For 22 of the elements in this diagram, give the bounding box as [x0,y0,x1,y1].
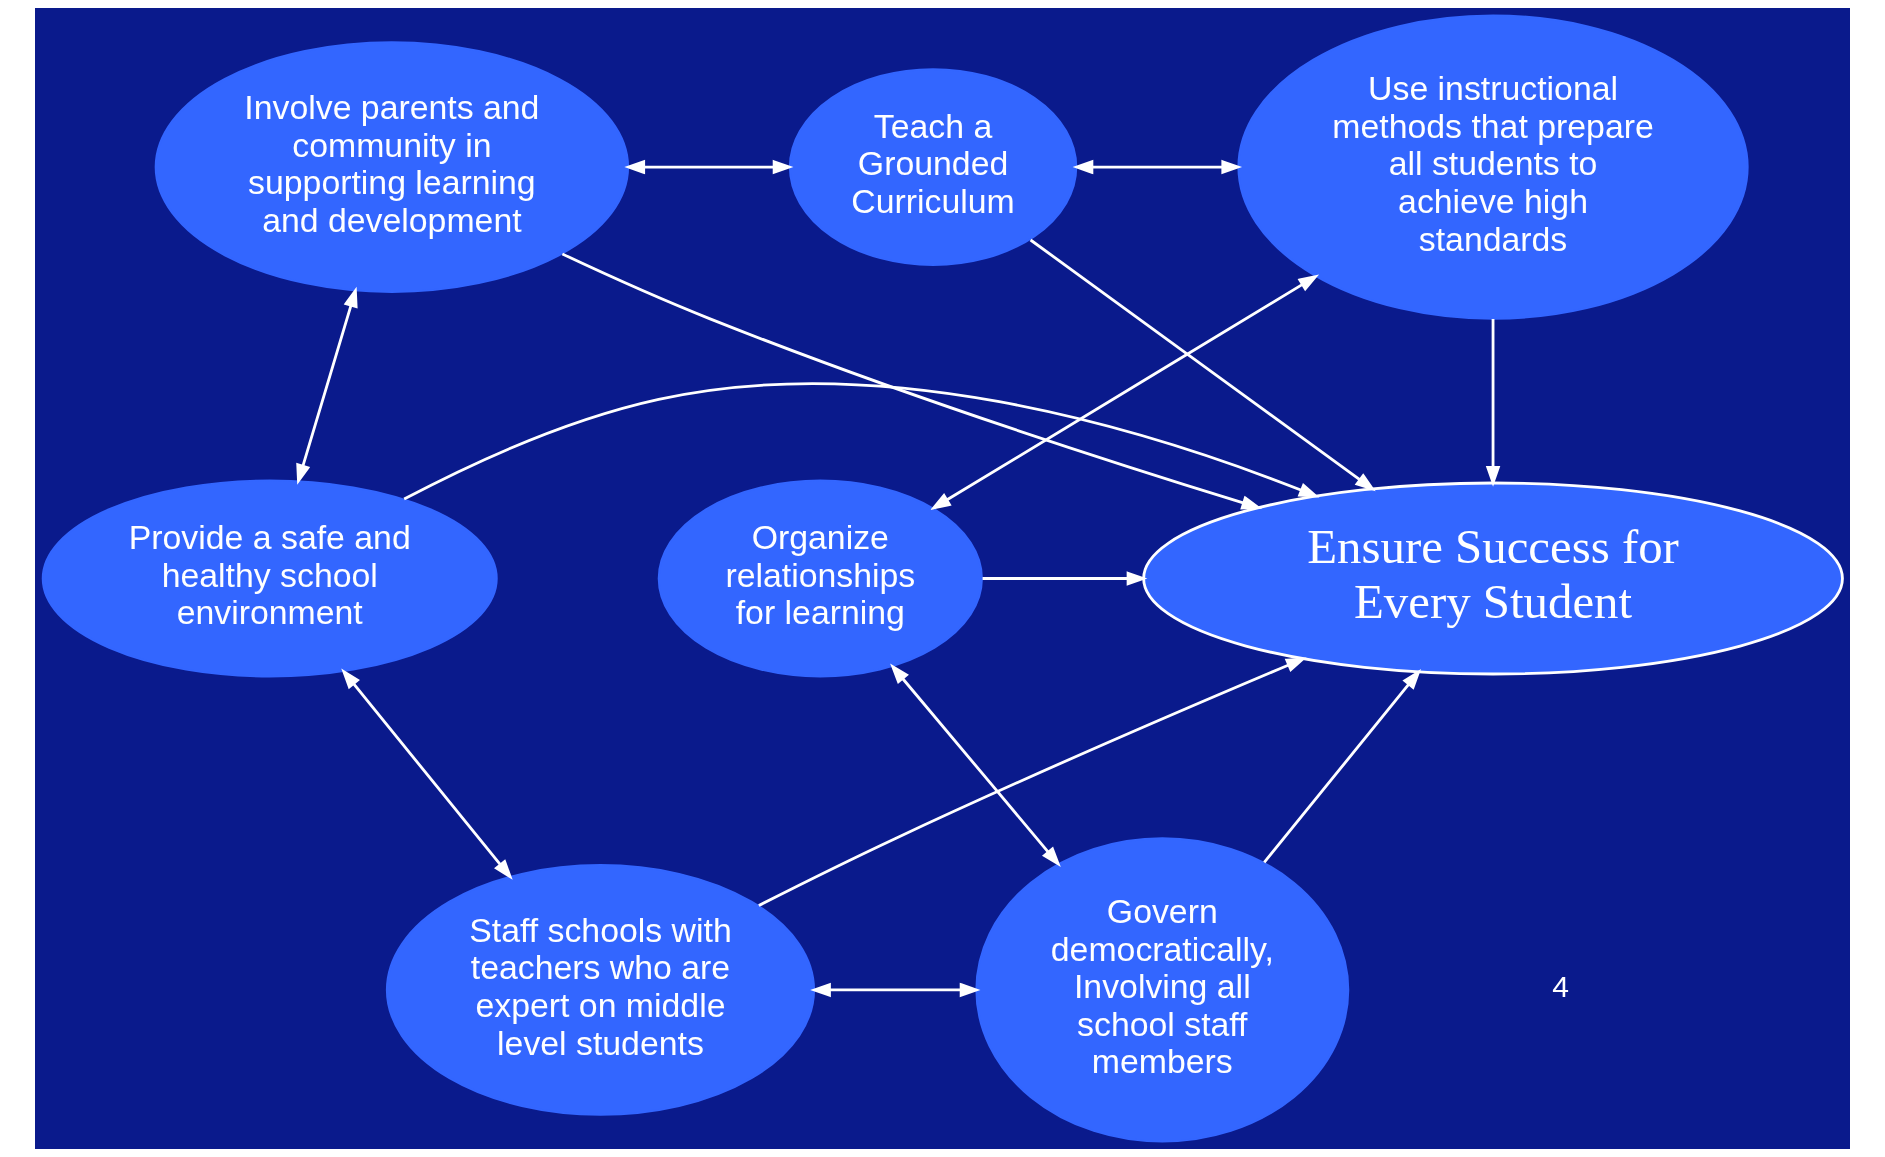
node-ellipse: Staff schools with teachers who are expert on middle level students [385,864,816,1116]
node-ellipse: Govern democratically, Involving all school staff members [975,837,1350,1143]
node-ellipse: Involve parents and community in supporting learning and development [154,41,630,293]
arrow [403,382,1320,501]
label: 4 [1552,970,1570,1004]
arrow [1029,238,1376,492]
arrow [1485,319,1501,487]
node-ellipse: Use instructional methods that prepare all students to achieve high standards [1237,14,1749,320]
node-ellipse: Provide a safe and healthy school environment [41,479,498,678]
arrow [341,668,513,880]
arrow [1263,669,1422,864]
arrow [561,252,1263,510]
node-ellipse: Organize relationships for learning [657,479,983,678]
arrow [982,571,1148,586]
arrow [758,657,1307,907]
arrow [810,982,981,998]
arrow [1072,159,1243,175]
arrow [930,274,1320,511]
arrow [890,663,1061,868]
arrow [296,286,358,485]
arrow [624,159,794,175]
node-ellipse: Teach a Grounded Curriculum [788,68,1078,267]
